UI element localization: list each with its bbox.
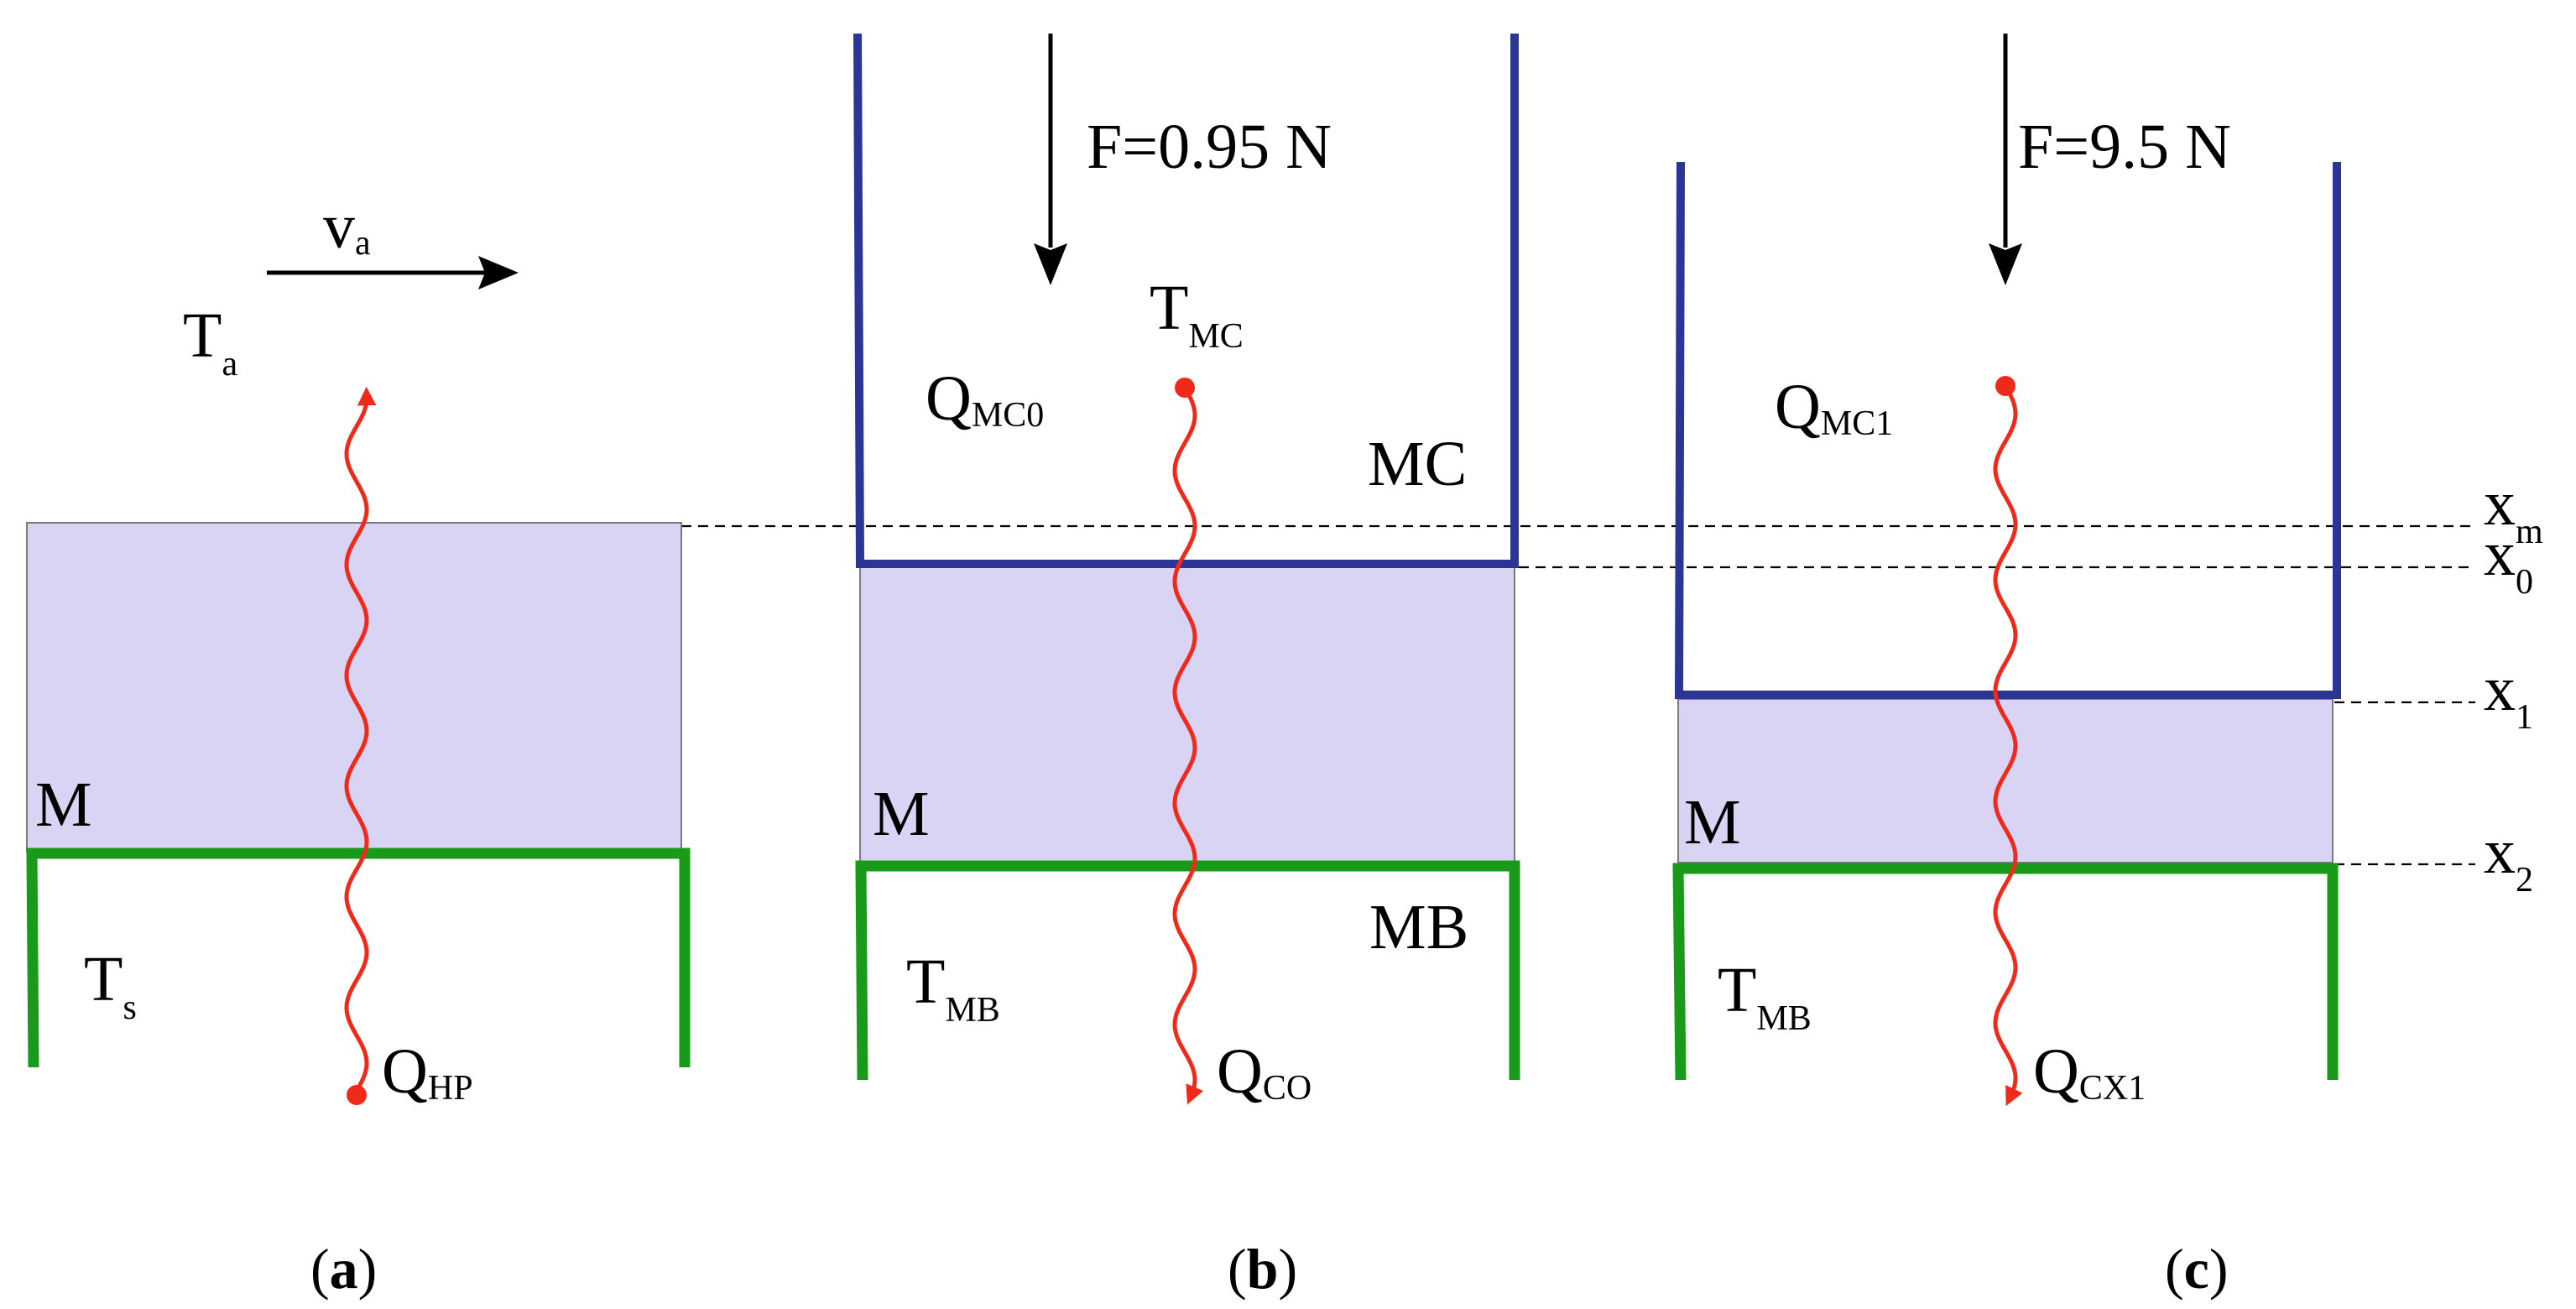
force-label-b: F=0.95 N — [1087, 112, 1332, 182]
surface-temp-label: Ts — [84, 944, 137, 1027]
lower-plate-label-b: MB — [1369, 892, 1468, 962]
specimen-block-a — [26, 522, 682, 853]
top-plate-c — [1674, 161, 2341, 699]
upper-heat-label-b: QMC0 — [926, 363, 1044, 435]
lower-temp-label-c: TMB — [1718, 955, 1812, 1038]
air-velocity-arrow — [267, 256, 519, 289]
caption-a: (a) — [310, 1237, 377, 1301]
upper-temp-label-b: TMC — [1150, 273, 1244, 356]
heat-source-dot-a — [347, 1085, 367, 1105]
lower-temp-label-b: TMB — [906, 947, 1000, 1030]
upper-plate-label-b: MC — [1368, 429, 1467, 499]
heat-arrow-c — [1993, 384, 2023, 1107]
heat-flow-label-b: QCO — [1217, 1036, 1311, 1108]
upper-heat-label-c: QMC1 — [1775, 372, 1893, 443]
panel-c: F=9.5 N QMC1 M TMB QCX1 (c) — [1672, 34, 2341, 1301]
block-label-b: M — [873, 779, 930, 849]
caption-b: (b) — [1228, 1237, 1297, 1301]
heat-flow-label-c: QCX1 — [2033, 1036, 2146, 1108]
specimen-block-c — [1677, 698, 2334, 863]
bottom-plate-b — [855, 860, 1520, 1081]
level-label-x0: x0 — [2484, 519, 2533, 602]
block-label-c: M — [1684, 787, 1741, 858]
caption-c: (c) — [2165, 1237, 2229, 1301]
block-label-a: M — [35, 769, 92, 840]
bottom-plate-c — [1672, 863, 2339, 1081]
heat-arrow-b — [1172, 386, 1204, 1105]
panel-a: va Ta M Ts QHP (a) — [26, 191, 691, 1301]
level-label-x1: x1 — [2484, 654, 2533, 737]
level-labels: xm x0 x1 x2 — [2484, 468, 2543, 900]
level-label-xm: xm — [2484, 468, 2543, 551]
top-plate-b — [853, 33, 1519, 568]
level-label-x2: x2 — [2484, 816, 2533, 900]
bottom-plate-a — [26, 847, 691, 1068]
panel-b: F=0.95 N TMC QMC0 MC M MB TMB QCO (b) — [853, 33, 1520, 1301]
force-label-c: F=9.5 N — [2018, 112, 2231, 182]
force-arrow-b — [1034, 34, 1067, 285]
heat-flow-label-a: QHP — [382, 1036, 473, 1108]
force-arrow-c — [1989, 34, 2022, 285]
air-temp-label: Ta — [183, 300, 237, 383]
heat-arrow-a — [344, 386, 377, 1093]
air-velocity-label: va — [323, 191, 371, 263]
